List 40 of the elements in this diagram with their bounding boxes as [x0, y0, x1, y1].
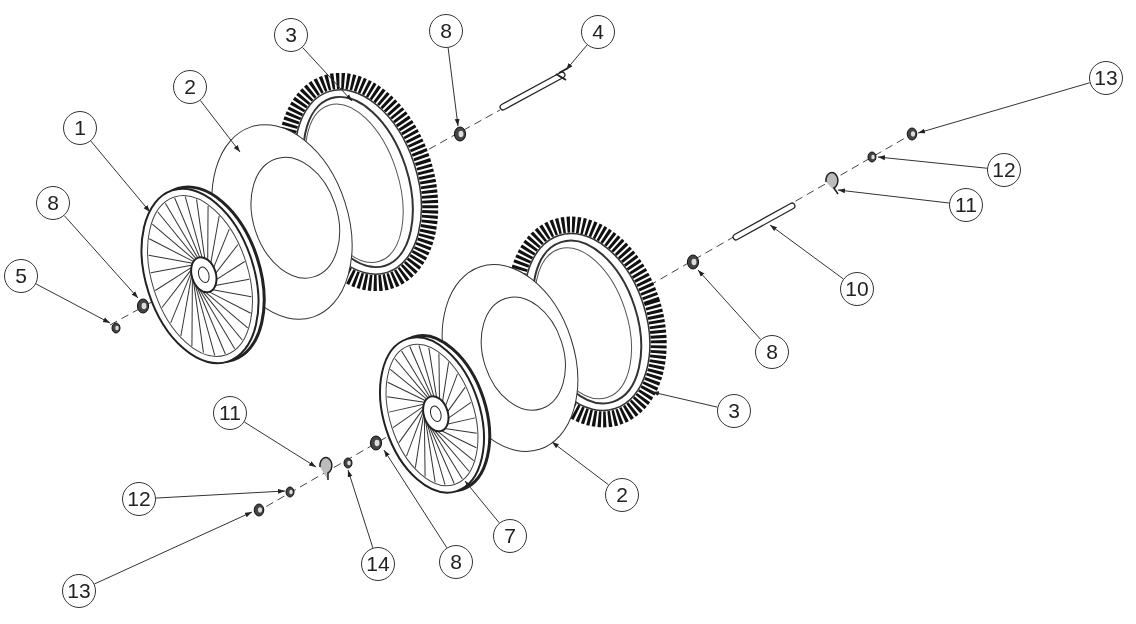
leader-line — [551, 441, 609, 486]
callout-number: 2 — [605, 478, 639, 512]
leader-line — [837, 188, 950, 204]
leader-line — [199, 100, 241, 153]
leader-line — [769, 224, 844, 280]
callout-number: 5 — [4, 259, 38, 293]
leader-line — [651, 391, 718, 408]
leader-line — [93, 511, 253, 585]
callout-number: 3 — [274, 18, 308, 52]
leader-line — [155, 488, 286, 499]
leader-line — [447, 47, 460, 127]
leader-line — [697, 269, 762, 340]
leader-line — [565, 44, 588, 71]
callout-number: 10 — [840, 272, 874, 306]
leader-line — [35, 283, 111, 324]
callout-number: 2 — [173, 70, 207, 104]
callout-number: 1 — [63, 111, 97, 145]
leader-line — [347, 469, 374, 549]
callout-number: 4 — [581, 15, 615, 49]
callout-number: 8 — [429, 14, 463, 48]
callout-number: 13 — [62, 574, 96, 608]
callout-number: 14 — [361, 547, 395, 581]
callout-number: 8 — [36, 186, 70, 220]
leader-line — [464, 480, 500, 524]
callout-number: 7 — [493, 519, 527, 553]
leader-line — [302, 47, 353, 102]
callout-number: 12 — [987, 153, 1021, 187]
callout-number: 8 — [439, 545, 473, 579]
callout-number: 8 — [755, 335, 789, 369]
leader-line — [383, 449, 448, 549]
callout-number: 12 — [122, 482, 156, 516]
leader-line — [243, 421, 317, 468]
leader-line — [90, 140, 151, 213]
leader-line — [917, 82, 1091, 134]
callout-number: 13 — [1089, 61, 1123, 95]
callout-number: 11 — [213, 396, 247, 430]
callout-number: 3 — [717, 394, 751, 428]
leader-line — [63, 215, 139, 299]
callout-number: 11 — [949, 188, 983, 222]
leader-line — [877, 155, 988, 169]
